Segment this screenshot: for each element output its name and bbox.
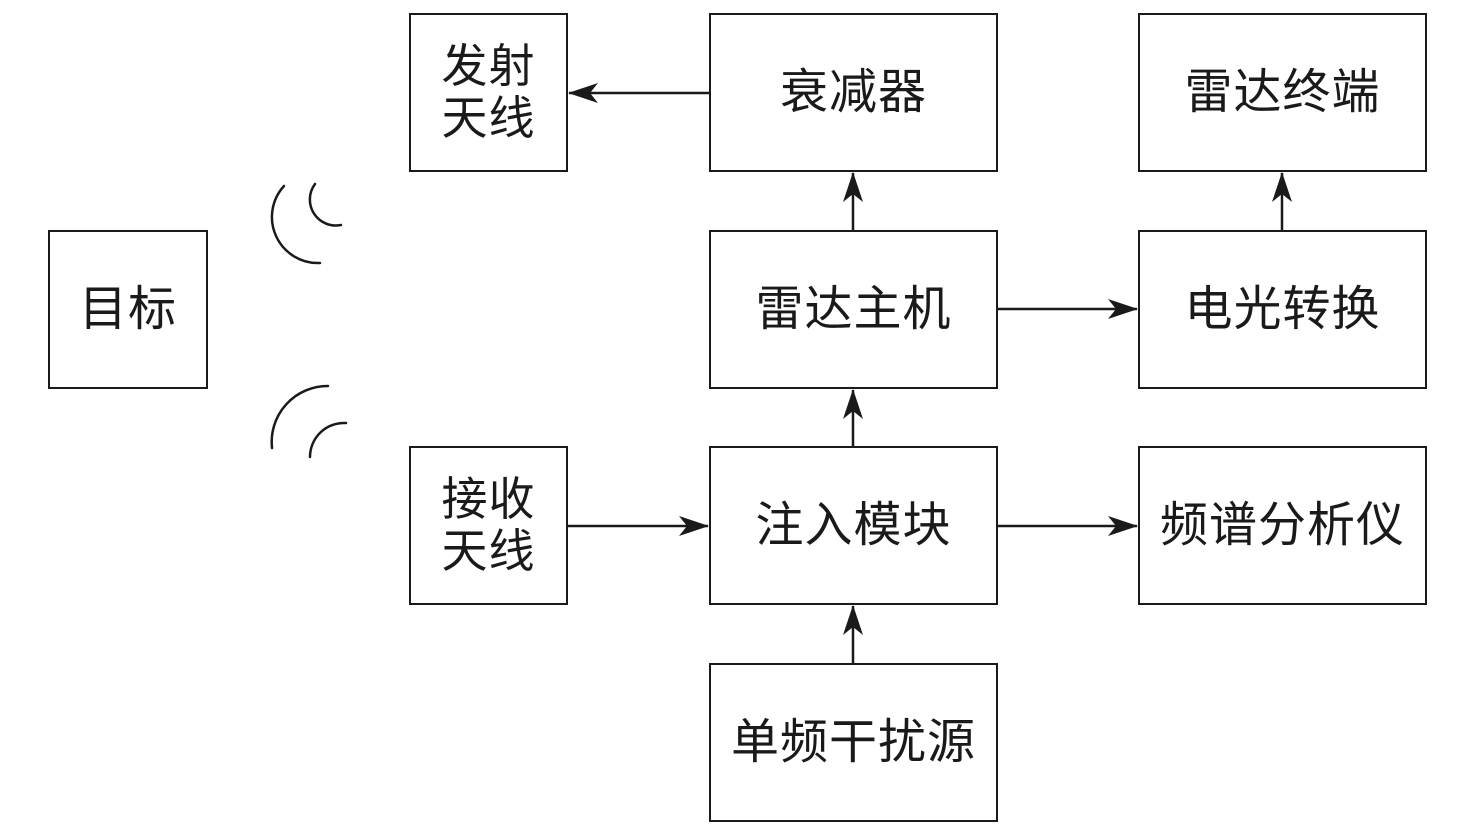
attenuator-label: 衰减器 <box>779 63 927 120</box>
spectrum-analyzer-box: 频谱分析仪 <box>1138 446 1427 605</box>
interference-source-label: 单频干扰源 <box>730 713 976 770</box>
radio-wave-incoming-icon <box>270 384 348 459</box>
target-box: 目标 <box>48 230 208 389</box>
receive-antenna-box: 接收天线 <box>409 446 568 605</box>
radio-wave-outgoing-icon <box>270 182 343 265</box>
radar-host-box: 雷达主机 <box>709 230 998 389</box>
injection-module-label: 注入模块 <box>755 496 952 553</box>
receive-antenna-label: 接收天线 <box>441 471 536 578</box>
attenuator-box: 衰减器 <box>709 13 998 172</box>
target-label: 目标 <box>78 280 177 337</box>
spectrum-analyzer-label: 频谱分析仪 <box>1159 496 1405 553</box>
interference-source-box: 单频干扰源 <box>709 663 998 822</box>
radar-host-label: 雷达主机 <box>755 280 952 337</box>
electro-optical-converter-label: 电光转换 <box>1184 280 1381 337</box>
electro-optical-converter-box: 电光转换 <box>1138 230 1427 389</box>
transmit-antenna-label: 发射天线 <box>441 38 536 145</box>
injection-module-box: 注入模块 <box>709 446 998 605</box>
radar-terminal-box: 雷达终端 <box>1138 13 1427 172</box>
radar-terminal-label: 雷达终端 <box>1184 63 1381 120</box>
transmit-antenna-box: 发射天线 <box>409 13 568 172</box>
